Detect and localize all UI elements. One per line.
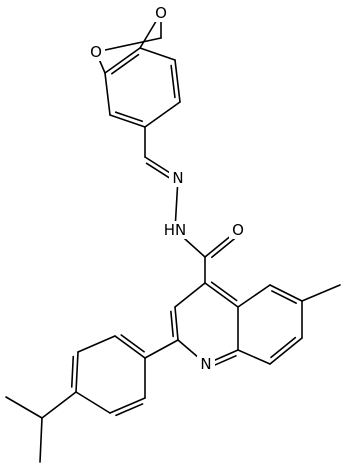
bond-q8-q8a [237,349,271,365]
n-imine-bg [169,169,187,187]
bond-q4-q3 [174,282,206,308]
atom-label-layer: O O N HN O N [87,4,247,373]
bond-p4-ip [41,391,77,419]
nh-bg [162,221,188,239]
bond-r6-r1 [104,47,141,74]
bond-r2-r3-double [170,64,176,99]
bond-r5-r6 [104,72,111,116]
bond-p3-p4 [75,351,79,393]
bond-p4-p5 [75,391,111,414]
oxygen-top-label: O [155,4,167,22]
o-carbonyl-bg [229,221,247,239]
bond-r4-r5 [109,114,146,128]
bond-p2-p3 [77,335,116,353]
oxygen-left-label: O [90,43,102,61]
bond-q2-p1 [144,339,179,359]
bond-q7-q8-double [270,336,297,359]
bond-p1-p2-double [120,334,145,353]
bond-p3-p4-double [70,355,75,388]
bond-q6-me [301,284,341,302]
bond-p5-p6 [109,397,146,414]
bond-r6-r1-double [111,53,140,75]
bond-q3-q2-double [170,310,174,338]
nitrogen-ring-label: N [200,355,211,373]
oxygen-carbonyl-label: O [232,221,244,239]
n-ring-bg [197,355,215,373]
nitrogen-imine-label: N [172,169,183,187]
bond-p1-p2 [114,335,146,359]
bond-nq-q8a-double [210,355,237,368]
bond-q4a-q5 [237,284,271,308]
bond-r2-r3 [174,59,181,103]
bond-ip-ipb [39,417,43,463]
bond-p5-p6-double [115,403,144,417]
bond-q4a-q4-double [210,281,238,302]
bond-layer [5,12,341,463]
bond-q7-q8 [269,337,303,365]
bond-cim-ni-double [145,162,173,181]
bond-cco-oco-double [211,235,238,259]
bond-q3-q2 [174,306,179,341]
bond-r4-r5-double [114,111,144,123]
bond-r3-r4 [144,101,181,128]
o-left-bg [87,43,105,61]
o-top-bg [152,4,170,22]
bond-r1-r2 [139,47,176,61]
bond-ch2-ol [95,37,162,53]
nh-label: HN [164,221,187,239]
bond-ip-ipa [5,396,43,419]
bond-q5-q6 [269,284,303,302]
bond-q5-q6-double [271,290,297,304]
bond-q4a-q4 [204,282,239,308]
